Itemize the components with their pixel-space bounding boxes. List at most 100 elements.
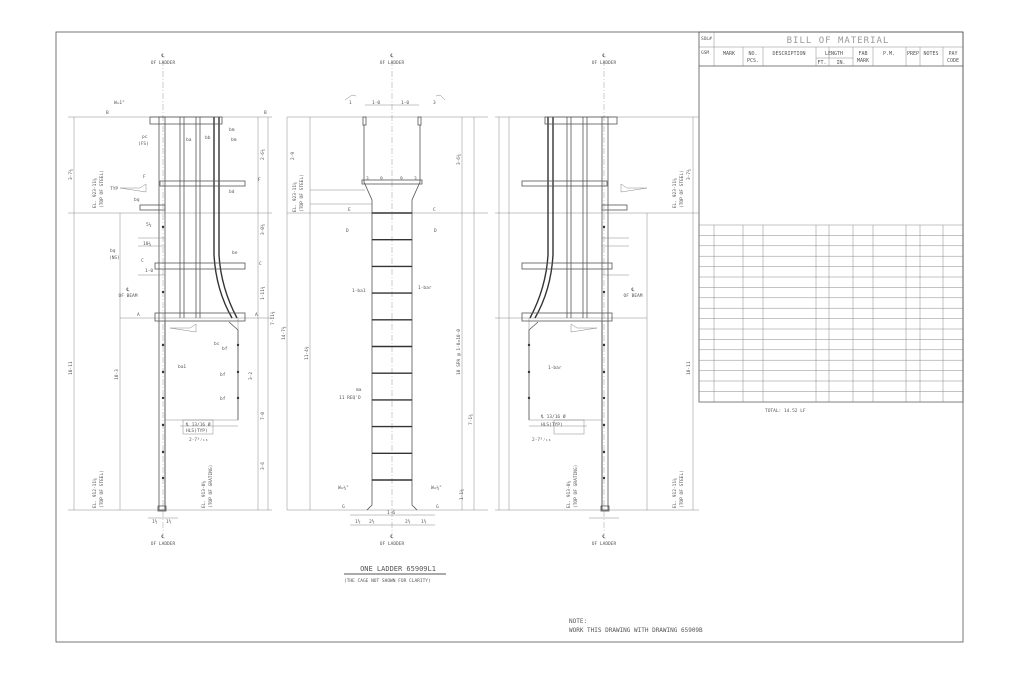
dim-label: 2½ — [369, 518, 375, 525]
weld-label: W=¼" — [431, 485, 442, 491]
dim-label: 1½ — [355, 518, 361, 525]
section-label: E — [348, 207, 351, 213]
part-label: 1-ba1 — [352, 288, 366, 294]
bom-sol-label: SOL# — [701, 36, 712, 42]
dim-label: 2-6¾ — [260, 149, 266, 160]
part-label: 1-bar — [418, 285, 432, 291]
part-label: bb — [205, 135, 211, 141]
bom-col-description: DESCRIPTION — [772, 51, 805, 57]
section-label: D — [346, 228, 349, 234]
dim-label: 10-3 — [114, 369, 120, 380]
elevation-label: (TOP OF STEEL) — [299, 174, 305, 212]
section-label: 1 — [349, 100, 352, 106]
part-label: bq — [110, 248, 116, 254]
bom-col-length: LENGTH — [825, 51, 843, 57]
cl-of-ladder-label: OF LADDER — [151, 60, 176, 66]
dim-label: 9 — [380, 176, 383, 182]
dim-label: 1-6 — [387, 510, 395, 516]
elevation-label: EL. 923-11⅝ — [91, 178, 98, 208]
elevation-label: (TOP OF STEEL) — [679, 470, 685, 508]
dim-label: 1½ — [152, 518, 158, 525]
bom-col-ft: FT. — [817, 60, 826, 66]
part-label: ma — [356, 388, 362, 393]
cl-of-beam-label: OF BEAM — [119, 293, 138, 299]
dim-label: 1-11¾ — [260, 286, 266, 300]
bom-title: BILL OF MATERIAL — [787, 36, 890, 46]
dim-label: 9 — [400, 176, 403, 182]
dim-label: 1-0 — [372, 100, 380, 106]
dim-label: 3-2 — [248, 372, 254, 380]
cl-of-ladder-label: OF LADDER — [380, 60, 405, 66]
part-label: ba — [186, 137, 192, 143]
section-label: G — [342, 504, 345, 510]
part-label: bc — [214, 341, 220, 347]
dim-label: 1-0 — [145, 268, 153, 274]
dim-label: 10¼ — [143, 241, 151, 247]
dim-label: 3-6 — [260, 462, 266, 470]
dim-label: 10 SPA @ 1-0=10-0 — [456, 329, 462, 375]
elevation-label: EL. 923-11⅝ — [291, 182, 298, 212]
elevation-label: (TOP OF GRATING) — [573, 465, 579, 508]
weld-label: W=1" — [114, 100, 125, 106]
bom-col-no: NO. — [748, 51, 757, 57]
part-label: (NS) — [109, 255, 120, 261]
bill-of-material-table: SOL# GSM BILL OF MATERIAL MARK NO. PCS. … — [698, 31, 964, 414]
part-label: bf — [220, 372, 226, 378]
part-label: 11 REQ'D — [339, 395, 361, 401]
cl-symbol: ℄ — [389, 53, 394, 59]
dim-label: 1-1¾ — [459, 489, 465, 500]
section-label: D — [434, 228, 437, 234]
dim-label: 2-7⁵⁄₁₆ — [189, 437, 208, 443]
center-ladder-view — [286, 60, 488, 535]
dim-label: 3-6¾ — [456, 154, 462, 165]
elevation-label: (TOP OF STEEL) — [99, 170, 105, 208]
part-label: bd — [229, 189, 235, 195]
part-label: 1-bar — [548, 365, 562, 371]
bom-col-mark: MARK — [723, 51, 735, 57]
hole-label: HLS(TYP) — [186, 428, 208, 434]
cl-symbol: ℄ — [601, 53, 606, 59]
elevation-label: EL. 923-11⅝ — [671, 178, 678, 208]
part-label: bf — [222, 346, 228, 352]
right-view-labels: 3-7¾ 10-11 EL. 923-11⅝ (TOP OF STEEL) EL… — [532, 169, 692, 508]
bom-col-pay: PAY — [948, 51, 957, 57]
bom-col-fab-mark: MARK — [857, 58, 869, 64]
cl-symbol: ℄ — [160, 53, 165, 59]
right-ladder-view — [494, 59, 700, 536]
elevation-label: (TOP OF STEEL) — [99, 470, 105, 508]
dim-label: 11-4¾ — [304, 346, 310, 360]
cl-symbol: ℄ — [160, 534, 165, 540]
dim-label: 2-9 — [290, 152, 296, 160]
dim-label: 1-0 — [401, 100, 409, 106]
section-label: G — [436, 504, 439, 510]
hole-label: ℄ 13/16 Ø — [540, 413, 566, 420]
bom-col-code: CODE — [947, 58, 959, 64]
bom-col-notes: NOTES — [923, 51, 938, 57]
dim-label: 1½ — [166, 518, 172, 525]
elevation-label: EL. 913-0⅝ — [565, 481, 572, 508]
part-label: bf — [220, 396, 226, 402]
part-label: bm — [229, 127, 235, 133]
hole-label: HLS(TYP) — [541, 422, 563, 428]
part-label: (FS) — [138, 141, 149, 147]
section-label: C — [259, 261, 262, 267]
section-label: F — [143, 174, 146, 180]
bom-total: TOTAL: 14.52 LF — [765, 408, 806, 414]
dim-label: 7-11¾ — [270, 311, 276, 325]
section-label: C — [141, 258, 144, 264]
part-label: be — [232, 250, 238, 256]
part-label: pc — [142, 135, 148, 140]
dim-label: 3-0¾ — [260, 224, 266, 235]
section-label: B — [264, 110, 267, 116]
dim-label: 10-11 — [686, 361, 692, 375]
dim-label: 2½ — [405, 518, 411, 525]
dim-label: 10-11 — [68, 361, 74, 375]
cl-of-beam-label: OF BEAM — [624, 293, 643, 299]
elevation-label: EL. 912-11⅝ — [91, 478, 98, 508]
cl-of-ladder-label: OF LADDER — [592, 60, 617, 66]
section-label: C — [433, 207, 436, 213]
part-label: bm — [231, 137, 237, 143]
cl-symbol: ℄ — [601, 534, 606, 540]
bom-col-fab: FAB — [858, 51, 867, 57]
